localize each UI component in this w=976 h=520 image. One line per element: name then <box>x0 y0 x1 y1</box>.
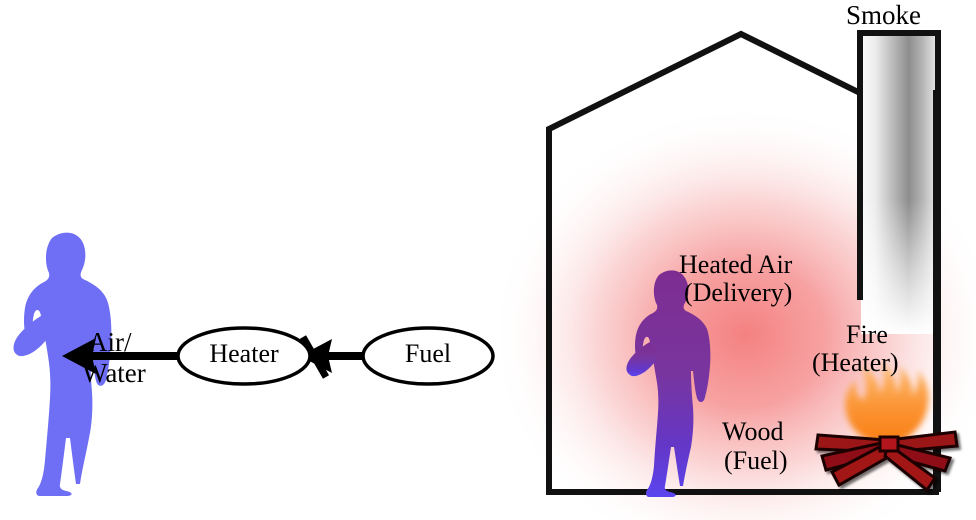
annotation-wood-line1: Wood <box>722 417 784 446</box>
annotation-fire-line2: (Heater) <box>812 348 899 377</box>
fuel-to-heater-arrow <box>299 335 363 379</box>
arrow-label-water: Water <box>82 358 146 388</box>
node-heater-label: Heater <box>209 339 279 368</box>
node-fuel-label: Fuel <box>404 339 452 368</box>
node-fuel[interactable] <box>361 326 495 386</box>
annotation-wood-line2: (Fuel) <box>724 446 788 475</box>
chimney-outline <box>857 30 941 492</box>
air-water-arrow <box>62 338 178 374</box>
arrow-label-air: Air/ <box>88 327 132 357</box>
person-silhouette-blue <box>13 232 112 496</box>
chimney-smoke-label: Smoke <box>846 0 922 30</box>
fire-flames <box>845 362 929 445</box>
annotation-fire-line1: Fire <box>846 320 888 349</box>
annotation-heated-air-line2: (Delivery) <box>684 278 793 307</box>
person-silhouette-purple <box>626 270 711 497</box>
node-heater[interactable] <box>176 326 312 386</box>
annotation-heated-air-line1: Heated Air <box>679 250 793 279</box>
wood-logs <box>814 430 959 493</box>
chimney-smoke <box>861 34 938 334</box>
